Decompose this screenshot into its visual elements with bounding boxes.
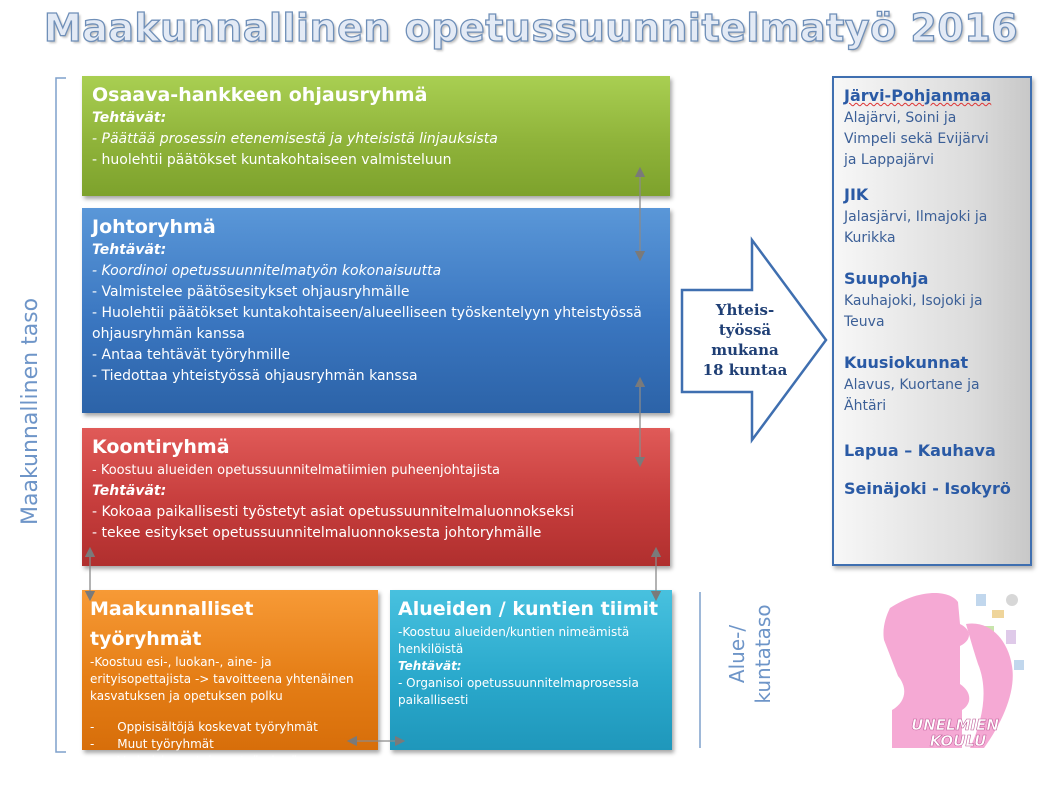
region-members: Jalasjärvi, Ilmajoki ja Kurikka bbox=[844, 209, 988, 246]
tiimit-tasks-label: Tehtävät: bbox=[398, 659, 462, 673]
tyoryhmat-line: - Varhaiskasvatuksen työryhmä bbox=[90, 754, 299, 768]
region-item: Seinäjoki - Isokyrö bbox=[844, 477, 1020, 501]
region-name: Järvi-Pohjanmaa bbox=[844, 86, 992, 105]
koontiryhma-line: - Kokoaa paikallisesti työstetyt asiat o… bbox=[92, 504, 575, 520]
koontiryhma-intro: - Koostuu alueiden opetussuunnitelmatiim… bbox=[92, 463, 500, 478]
tiimit-box: Alueiden / kuntien tiimit -Koostuu aluei… bbox=[390, 590, 672, 750]
ohjausryhma-box: Osaava-hankkeen ohjausryhmä Tehtävät: - … bbox=[82, 76, 670, 196]
left-bracket bbox=[55, 77, 66, 753]
koontiryhma-title: Koontiryhmä bbox=[92, 436, 230, 458]
tyoryhmat-box: Maakunnalliset työryhmät -Koostuu esi-, … bbox=[82, 590, 378, 768]
ohjausryhma-line: - huolehtii päätökset kuntakohtaiseen va… bbox=[92, 152, 452, 168]
tyoryhmat-line: - Muut työryhmät bbox=[90, 737, 214, 751]
ohjausryhma-title: Osaava-hankkeen ohjausryhmä bbox=[92, 84, 428, 106]
tyoryhmat-title: Maakunnalliset työryhmät bbox=[90, 598, 254, 650]
arrow-label-line: työssä bbox=[718, 321, 772, 339]
region-name: Kuusiokunnat bbox=[844, 353, 969, 372]
region-name: Lapua – Kauhava bbox=[844, 441, 996, 460]
regions-panel: Järvi-Pohjanmaa Alajärvi, Soini ja Vimpe… bbox=[832, 76, 1032, 566]
ohjausryhma-line: - Päättää prosessin etenemisestä ja yhte… bbox=[92, 131, 498, 147]
region-name: JIK bbox=[844, 185, 869, 204]
arrow-label-line: 18 kuntaa bbox=[702, 361, 788, 379]
arrow-label-line: mukana bbox=[711, 341, 779, 359]
region-item: JIK Jalasjärvi, Ilmajoki ja Kurikka bbox=[844, 183, 1020, 249]
tyoryhmat-intro: -Koostuu esi-, luokan-, aine- ja erityis… bbox=[90, 655, 354, 703]
region-members: Alajärvi, Soini ja Vimpeli sekä Evijärvi… bbox=[844, 110, 989, 168]
arrow-label-line: Yhteis- bbox=[715, 301, 775, 319]
region-name: Seinäjoki - Isokyrö bbox=[844, 479, 1011, 498]
region-members: Kauhajoki, Isojoki ja Teuva bbox=[844, 293, 983, 330]
johtoryhma-box: Johtoryhmä Tehtävät: - Koordinoi opetuss… bbox=[82, 208, 670, 413]
region-name: Suupohja bbox=[844, 269, 929, 288]
johtoryhma-title: Johtoryhmä bbox=[92, 216, 216, 238]
region-members: Alavus, Kuortane ja Ähtäri bbox=[844, 377, 980, 414]
page-title: Maakunnallinen opetussuunnitelmatyö 2016 bbox=[43, 5, 1019, 50]
region-item: Järvi-Pohjanmaa Alajärvi, Soini ja Vimpe… bbox=[844, 84, 1020, 171]
johtoryhma-line: - Valmistelee päätösesitykset ohjausryhm… bbox=[92, 284, 410, 300]
koontiryhma-box: Koontiryhmä - Koostuu alueiden opetussuu… bbox=[82, 428, 670, 566]
ohjausryhma-tasks-label: Tehtävät: bbox=[92, 110, 167, 126]
johtoryhma-line: - Antaa tehtävät työryhmille bbox=[92, 347, 291, 363]
region-item: Lapua – Kauhava bbox=[844, 439, 1020, 463]
johtoryhma-tasks-label: Tehtävät: bbox=[92, 242, 167, 258]
johtoryhma-line: - Tiedottaa yhteistyössä ohjausryhmän ka… bbox=[92, 368, 418, 384]
tiimit-line: - Organisoi opetussuunnitelmaprosessia p… bbox=[398, 676, 639, 707]
johtoryhma-line: - Koordinoi opetussuunnitelmatyön kokona… bbox=[92, 263, 442, 279]
tiimit-title: Alueiden / kuntien tiimit bbox=[398, 598, 659, 620]
arrow-label: Yhteis- työssä mukana 18 kuntaa bbox=[690, 300, 800, 380]
big-arrow bbox=[680, 236, 828, 444]
logo-text: KOULU bbox=[930, 732, 987, 750]
koontiryhma-line: - tekee esitykset opetussuunnitelmaluonn… bbox=[92, 525, 542, 541]
region-item: Kuusiokunnat Alavus, Kuortane ja Ähtäri bbox=[844, 351, 1020, 417]
unelmien-koulu-logo: UNELMIEN KOULU bbox=[880, 580, 1030, 756]
region-item: Suupohja Kauhajoki, Isojoki ja Teuva bbox=[844, 267, 1020, 333]
johtoryhma-line: - Huolehtii päätökset kuntakohtaiseen/al… bbox=[92, 305, 642, 342]
logo-text: UNELMIEN bbox=[911, 716, 999, 734]
tiimit-intro: -Koostuu alueiden/kuntien nimeämistä hen… bbox=[398, 625, 630, 656]
koontiryhma-tasks-label: Tehtävät: bbox=[92, 483, 167, 499]
tyoryhmat-line: - Oppisisältöjä koskevat työryhmät bbox=[90, 720, 318, 734]
